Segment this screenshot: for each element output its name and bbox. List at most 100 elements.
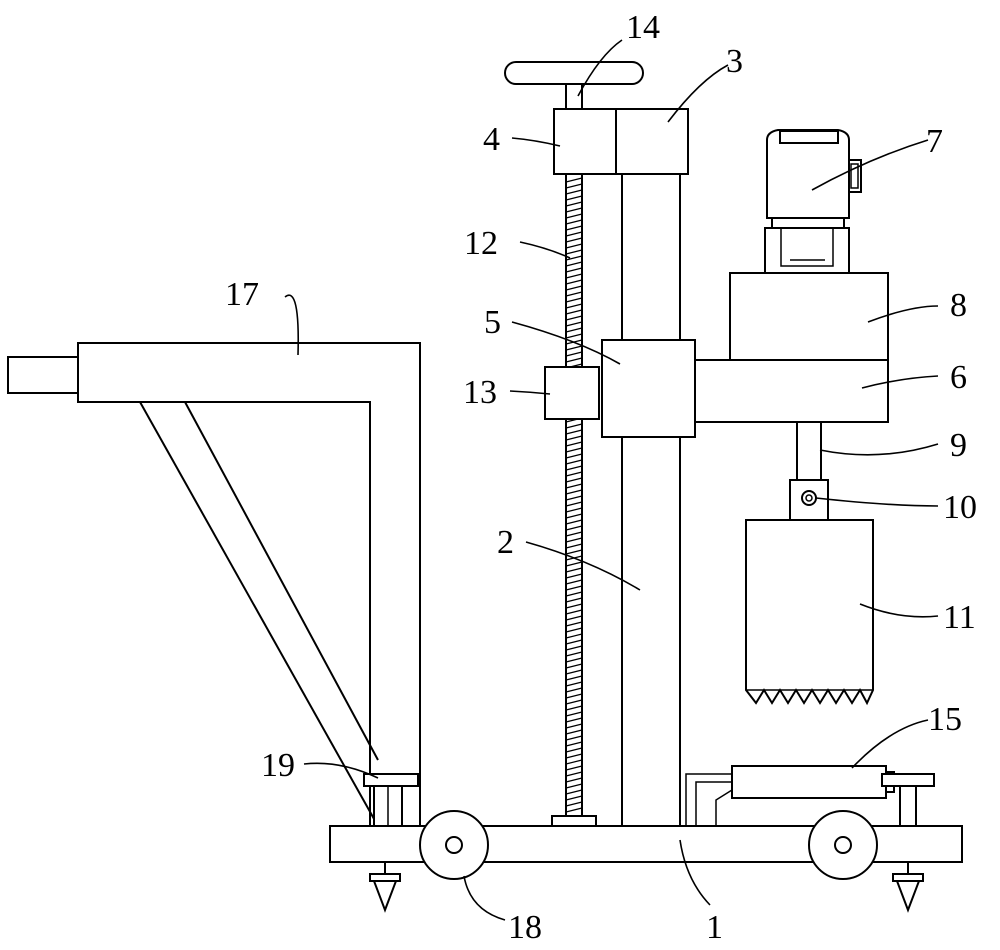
label-18: 18 xyxy=(508,909,542,946)
drill-bit-11 xyxy=(745,519,874,706)
screw-thread xyxy=(565,681,583,687)
screw-thread xyxy=(565,561,583,567)
screw-thread xyxy=(565,567,583,573)
screw-thread xyxy=(565,423,583,429)
screw-thread xyxy=(565,309,583,315)
screw-thread xyxy=(565,777,583,783)
screw-thread xyxy=(565,447,583,453)
screw-thread xyxy=(565,465,583,471)
screw-thread xyxy=(565,315,583,321)
screw-thread xyxy=(565,189,583,195)
screw-thread xyxy=(565,243,583,249)
leader-3 xyxy=(667,64,729,123)
screw-thread xyxy=(565,255,583,261)
coupling-10 xyxy=(789,479,829,521)
screw-thread xyxy=(565,435,583,441)
leader-4 xyxy=(511,137,561,147)
leader-8 xyxy=(867,305,939,323)
screw-thread xyxy=(565,267,583,273)
screw-thread xyxy=(565,807,583,813)
screw-thread xyxy=(565,477,583,483)
leader-15 xyxy=(851,719,929,769)
label-6: 6 xyxy=(950,359,967,396)
screw-thread xyxy=(565,231,583,237)
screw-thread xyxy=(565,213,583,219)
leader-lines xyxy=(284,39,939,921)
screw-thread xyxy=(565,609,583,615)
label-13: 13 xyxy=(463,374,497,411)
screw-thread xyxy=(565,735,583,741)
screw-thread xyxy=(565,633,583,639)
screw-thread xyxy=(565,771,583,777)
label-12: 12 xyxy=(464,225,498,262)
leader-13 xyxy=(509,390,551,395)
screw-thread xyxy=(565,333,583,339)
right-foot-spike xyxy=(892,862,924,913)
screw-thread xyxy=(565,585,583,591)
label-9: 9 xyxy=(950,427,967,464)
screw-thread xyxy=(565,519,583,525)
screw-thread xyxy=(565,279,583,285)
leader-12 xyxy=(519,241,571,259)
screw-thread xyxy=(565,183,583,189)
screw-thread xyxy=(565,717,583,723)
screw-thread xyxy=(565,525,583,531)
screw-thread xyxy=(565,627,583,633)
leader-1 xyxy=(679,839,711,906)
screw-thread xyxy=(565,591,583,597)
screw-thread xyxy=(565,345,583,351)
screw-thread xyxy=(565,441,583,447)
screw-thread xyxy=(565,669,583,675)
clamp-19 xyxy=(363,773,419,827)
screw-thread xyxy=(565,693,583,699)
screw-thread xyxy=(565,687,583,693)
motor-7 xyxy=(764,129,862,274)
leader-11 xyxy=(859,603,939,618)
label-14: 14 xyxy=(626,9,660,46)
screw-thread xyxy=(565,741,583,747)
screw-thread xyxy=(565,471,583,477)
screw-thread xyxy=(565,459,583,465)
screw-thread xyxy=(565,237,583,243)
screw-thread xyxy=(565,549,583,555)
screw-thread xyxy=(565,723,583,729)
screw-thread xyxy=(565,207,583,213)
screw-thread xyxy=(565,603,583,609)
screw-thread xyxy=(565,531,583,537)
screw-thread xyxy=(565,759,583,765)
screw-thread xyxy=(565,765,583,771)
label-2: 2 xyxy=(497,524,514,561)
screw-thread xyxy=(565,501,583,507)
nut-block-13 xyxy=(544,366,600,420)
leader-14 xyxy=(577,39,623,97)
screw-thread xyxy=(565,597,583,603)
leader-19 xyxy=(303,762,379,779)
screw-thread xyxy=(565,273,583,279)
screw-thread xyxy=(565,357,583,363)
leader-2 xyxy=(525,541,641,591)
screw-thread xyxy=(565,249,583,255)
screw-base-bearing xyxy=(551,815,597,827)
screw-thread xyxy=(565,297,583,303)
screw-thread xyxy=(565,699,583,705)
screw-thread xyxy=(565,195,583,201)
screw-thread xyxy=(565,711,583,717)
screw-thread xyxy=(565,321,583,327)
label-7: 7 xyxy=(926,123,943,160)
label-10: 10 xyxy=(943,489,977,526)
screw-thread xyxy=(565,513,583,519)
wheel-right xyxy=(808,810,878,880)
screw-thread xyxy=(565,663,583,669)
leader-9 xyxy=(819,443,939,456)
leader-5 xyxy=(511,321,621,365)
label-4: 4 xyxy=(483,121,500,158)
label-19: 19 xyxy=(261,747,295,784)
screw-thread xyxy=(565,729,583,735)
leader-7 xyxy=(811,139,929,191)
screw-thread xyxy=(565,177,583,183)
arm-6 xyxy=(694,359,889,423)
screw-thread xyxy=(565,495,583,501)
label-15: 15 xyxy=(928,701,962,738)
label-3: 3 xyxy=(726,43,743,80)
